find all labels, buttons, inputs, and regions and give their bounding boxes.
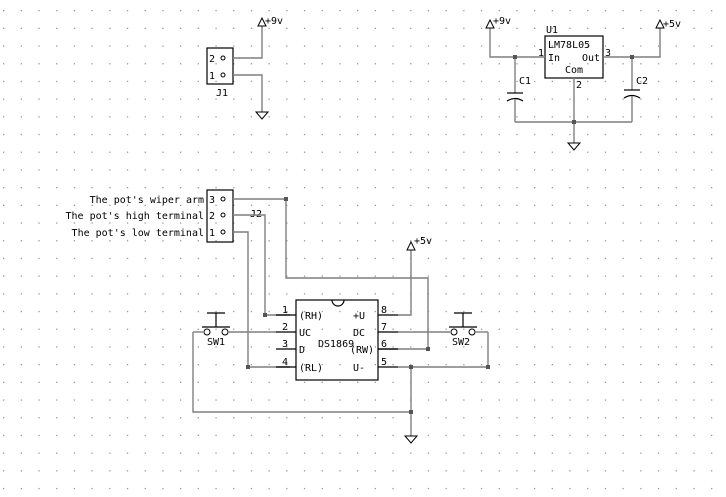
ic-pin-1-number: 1 bbox=[282, 305, 288, 316]
regulator-out-label: Out bbox=[582, 53, 600, 64]
ic-pin-4-number: 4 bbox=[282, 357, 288, 368]
reg-ground-symbol bbox=[566, 142, 582, 151]
reg-input-wire bbox=[489, 28, 545, 58]
ic-power-arrow bbox=[406, 240, 416, 251]
capacitor-c2: C2 bbox=[623, 57, 648, 122]
sw1-reference: SW1 bbox=[207, 337, 225, 348]
j2-connector: 3 2 1 J2 bbox=[206, 189, 262, 243]
ic-pin-d-label: D bbox=[299, 345, 305, 356]
ic-pin-2-number: 2 bbox=[282, 322, 288, 333]
ic-body bbox=[295, 299, 379, 381]
ic-pin-uc-label: UC bbox=[299, 328, 311, 339]
switch-sw1: SW1 bbox=[193, 312, 276, 348]
background-grid bbox=[3, 10, 713, 490]
ic-pin-dc-label: DC bbox=[353, 328, 365, 339]
ic-ground-symbol bbox=[403, 435, 419, 444]
ic-pin-5-number: 5 bbox=[381, 357, 387, 368]
ic-pin-8-number: 8 bbox=[381, 305, 387, 316]
low-terminal-wire bbox=[233, 231, 290, 368]
ic-supply-label: +5v bbox=[414, 236, 432, 247]
c2-reference: C2 bbox=[636, 76, 648, 87]
regulator-pin-out-number: 3 bbox=[605, 48, 611, 59]
j1-ground-symbol bbox=[254, 111, 270, 120]
ic-pin-rh-label: (RH) bbox=[299, 311, 323, 322]
j2-pin-1-number: 1 bbox=[209, 228, 215, 239]
j1-power-arrow bbox=[257, 16, 267, 27]
j1-pin-1-number: 1 bbox=[209, 71, 215, 82]
sw1-ground-wire bbox=[192, 332, 411, 413]
regulator-part-number: LM78L05 bbox=[548, 40, 590, 51]
regulator-pin-in-number: 1 bbox=[538, 48, 544, 59]
j2-body bbox=[206, 189, 234, 243]
ic-pin-6-number: 6 bbox=[381, 339, 387, 350]
reg-output-wire bbox=[603, 28, 661, 58]
wiper-wire bbox=[233, 198, 429, 350]
regulator-pin-com-number: 2 bbox=[576, 80, 582, 91]
switch-sw2: SW2 bbox=[398, 312, 488, 348]
reg-input-power-arrow bbox=[485, 18, 495, 29]
c1-reference: C1 bbox=[519, 76, 531, 87]
high-terminal-wire bbox=[233, 214, 290, 316]
j1-connector: 2 1 J1 bbox=[206, 47, 234, 99]
ic-notch bbox=[331, 299, 345, 307]
j1-pin-2-number: 2 bbox=[209, 54, 215, 65]
regulator-in-label: In bbox=[548, 53, 560, 64]
junction-dots bbox=[246, 55, 634, 414]
j2-pin-2-number: 2 bbox=[209, 211, 215, 222]
pot-high-description: The pot's high terminal bbox=[66, 211, 204, 222]
reg-output-power-arrow bbox=[655, 18, 665, 29]
ic-pin-3-number: 3 bbox=[282, 339, 288, 350]
pot-wiper-description: The pot's wiper arm bbox=[90, 195, 204, 206]
regulator-com-label: Com bbox=[565, 65, 583, 76]
ic-pin-rl-label: (RL) bbox=[299, 363, 323, 374]
j2-pin-3-number: 3 bbox=[209, 195, 215, 206]
sw2-reference: SW2 bbox=[452, 337, 470, 348]
ic-part-number: DS1869 bbox=[318, 339, 354, 350]
ic-supply-wire bbox=[398, 250, 412, 316]
regulator-reference: U1 bbox=[546, 25, 558, 36]
reg-output-supply-label: +5v bbox=[663, 19, 681, 30]
capacitor-c1: C1 bbox=[506, 57, 531, 122]
ic-ds1869: DS1869 1 2 3 4 (RH) UC D (RL) 8 7 6 5 +U… bbox=[276, 299, 398, 381]
ic-pin-7-number: 7 bbox=[381, 322, 387, 333]
ic-pin-rw-label: (RW) bbox=[350, 345, 374, 356]
ic-pin-vplus-label: +U bbox=[353, 311, 365, 322]
ic-pin-vminus-label: U- bbox=[353, 363, 365, 374]
reg-input-supply-label: +9v bbox=[493, 16, 511, 27]
j1-supply-wire bbox=[233, 26, 263, 59]
j1-reference: J1 bbox=[216, 88, 228, 99]
j1-ground-wire bbox=[233, 74, 263, 112]
j1-supply-label: +9v bbox=[265, 16, 283, 27]
pot-low-description: The pot's low terminal bbox=[72, 228, 204, 239]
j1-body bbox=[206, 47, 234, 85]
